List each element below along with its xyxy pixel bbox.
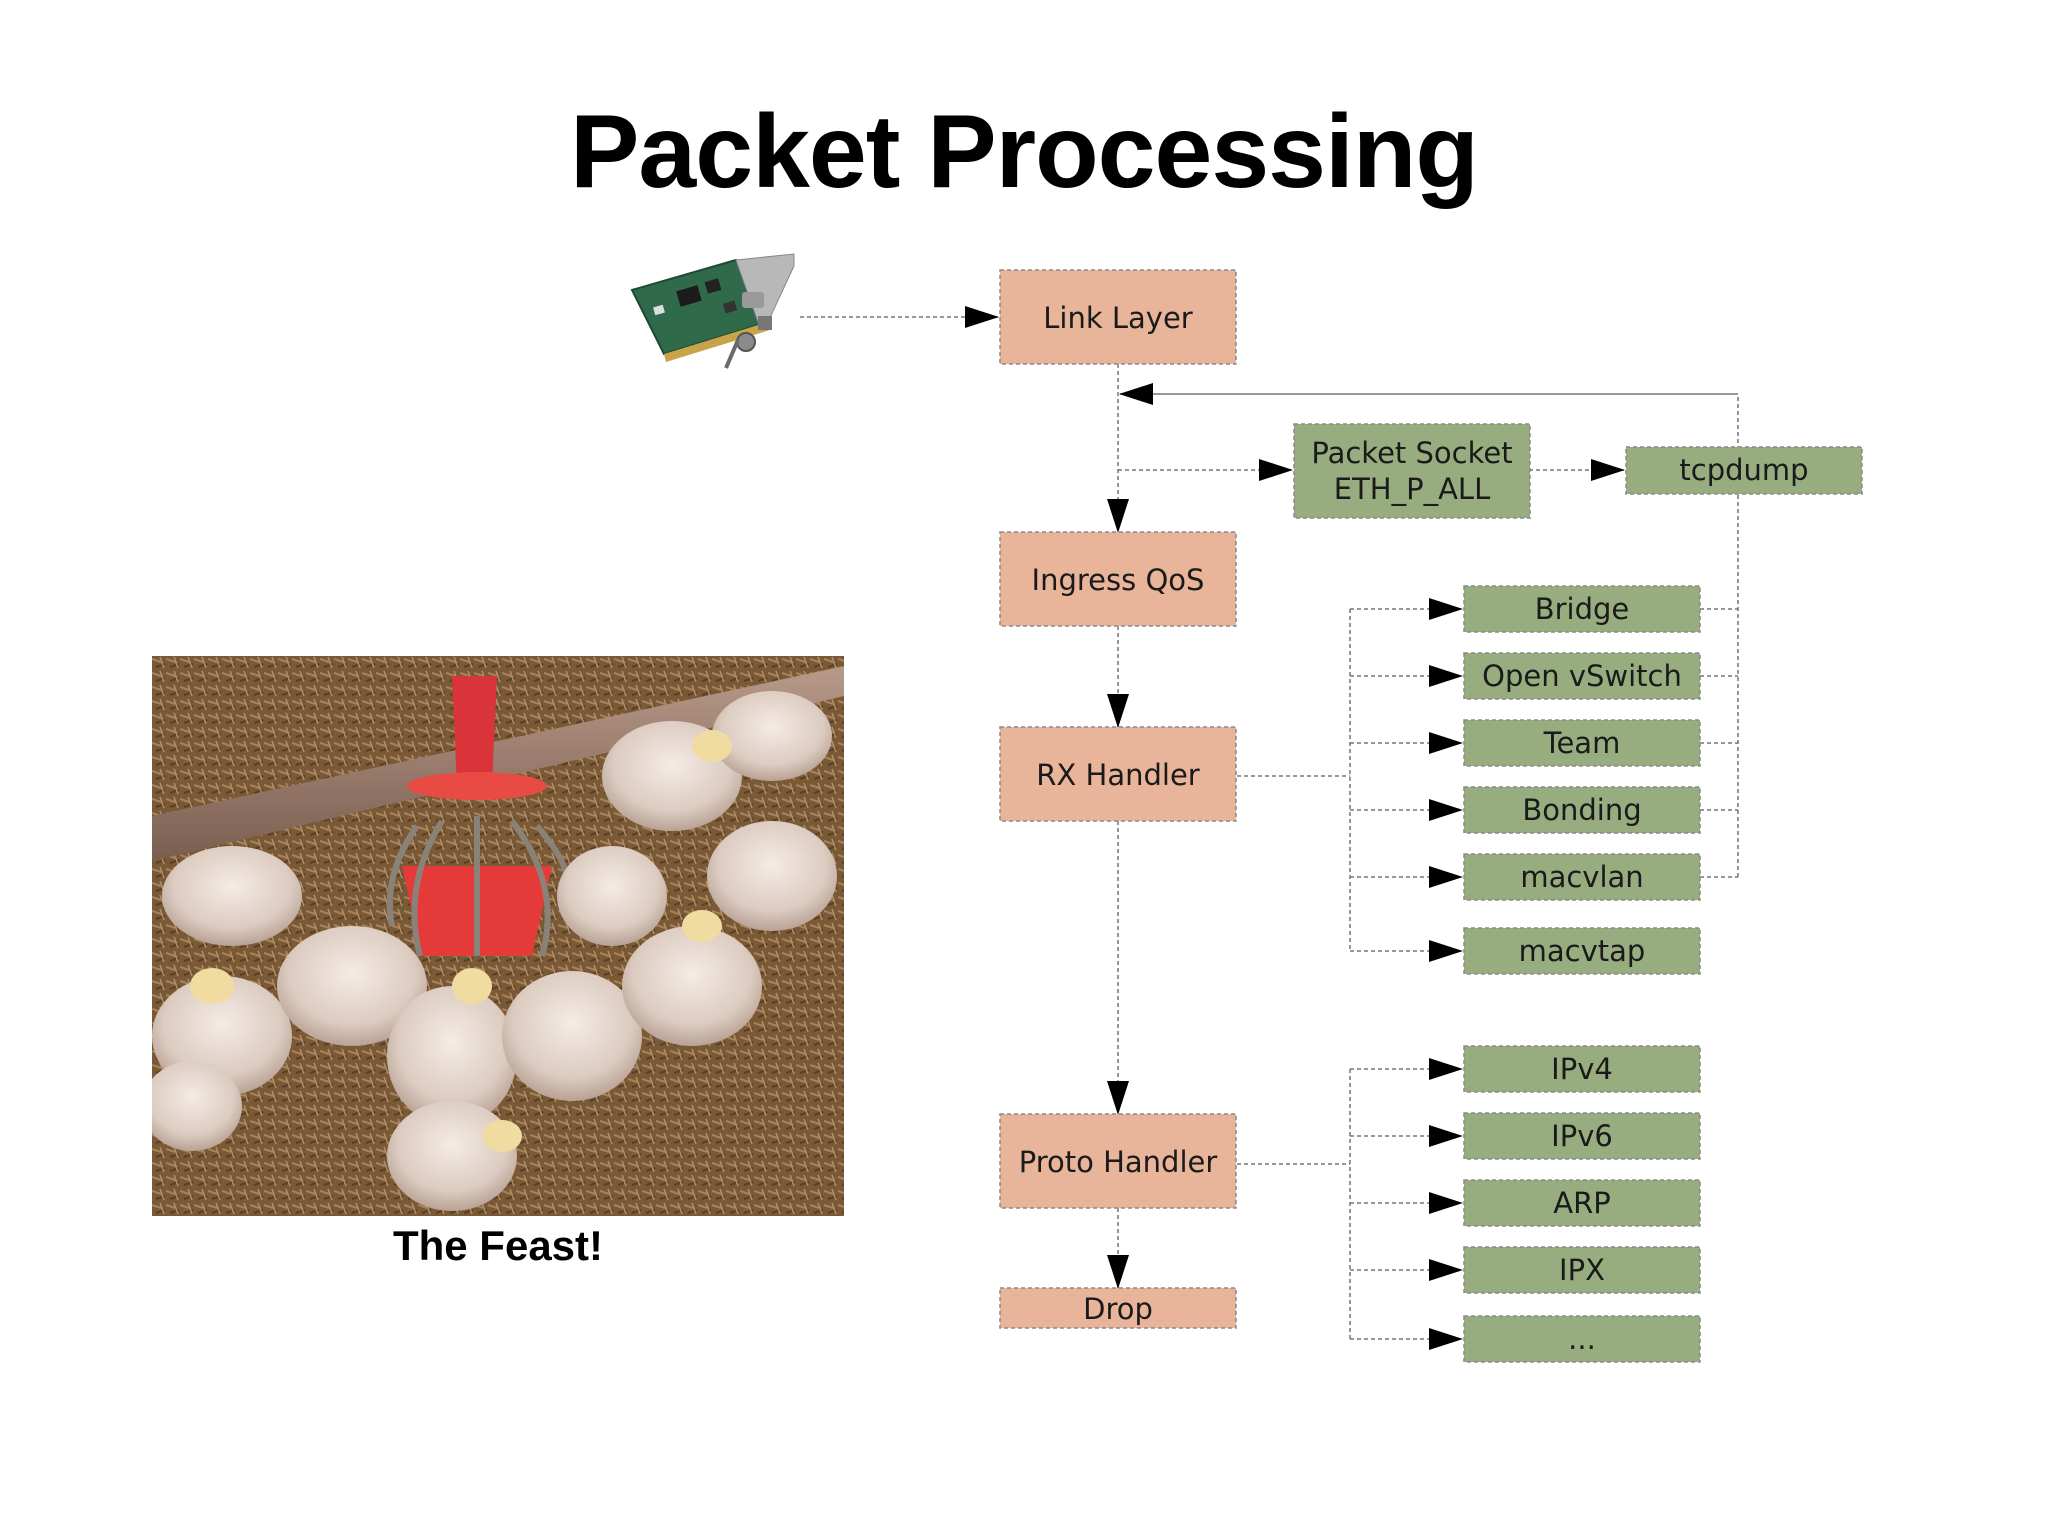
rx-handler-box-0 — [1463, 585, 1701, 633]
network-card-image — [630, 253, 795, 369]
protocol-label-3: IPX — [1559, 1253, 1605, 1287]
link-layer-label: Link Layer — [1043, 301, 1193, 335]
rx-handler-box-1 — [1463, 652, 1701, 700]
packet-socket-box — [1293, 423, 1531, 519]
protocol-box-0 — [1463, 1045, 1701, 1093]
protocol-box-2 — [1463, 1179, 1701, 1227]
rx-handler-label-4: macvlan — [1520, 860, 1643, 894]
drop-label: Drop — [1083, 1292, 1153, 1326]
rx-handler-label-2: Team — [1543, 726, 1621, 760]
packet-socket-label-line1: Packet Socket — [1311, 436, 1512, 470]
rx-handler-box-5 — [1463, 927, 1701, 975]
rx-handler-box-3 — [1463, 786, 1701, 834]
photo-caption: The Feast! — [392, 1222, 604, 1269]
rx-handler-label-5: macvtap — [1519, 934, 1646, 968]
protocol-label-4: ... — [1568, 1322, 1596, 1356]
proto-handler-box — [999, 1113, 1237, 1209]
ingress-qos-label: Ingress QoS — [1032, 563, 1205, 597]
drop-box — [999, 1287, 1237, 1329]
protocol-box-4 — [1463, 1315, 1701, 1363]
protocol-box-3 — [1463, 1246, 1701, 1294]
rx-handler-label: RX Handler — [1036, 758, 1199, 792]
rx-handler-box — [999, 726, 1237, 822]
slide-title: Packet Processing — [570, 94, 1479, 210]
protocol-label-0: IPv4 — [1551, 1052, 1613, 1086]
ingress-qos-box — [999, 531, 1237, 627]
rx-handler-label-3: Bonding — [1522, 793, 1641, 827]
rx-handler-box-2 — [1463, 719, 1701, 767]
rx-handler-label-0: Bridge — [1535, 592, 1630, 626]
protocol-box-1 — [1463, 1112, 1701, 1160]
rx-handler-box-4 — [1463, 853, 1701, 901]
chicks-feeding-photo — [152, 656, 844, 1216]
connectors — [800, 306, 1739, 1350]
packet-socket-label-line2: ETH_P_ALL — [1334, 472, 1490, 506]
link-layer-box — [999, 269, 1237, 365]
rx-handler-label-1: Open vSwitch — [1482, 659, 1682, 693]
tcpdump-box — [1625, 446, 1863, 495]
main-flow-boxes — [999, 269, 1863, 1329]
tcpdump-label: tcpdump — [1679, 453, 1808, 487]
protocol-label-1: IPv6 — [1551, 1119, 1613, 1153]
protocol-label-2: ARP — [1553, 1186, 1610, 1220]
proto-handler-label: Proto Handler — [1019, 1145, 1218, 1179]
